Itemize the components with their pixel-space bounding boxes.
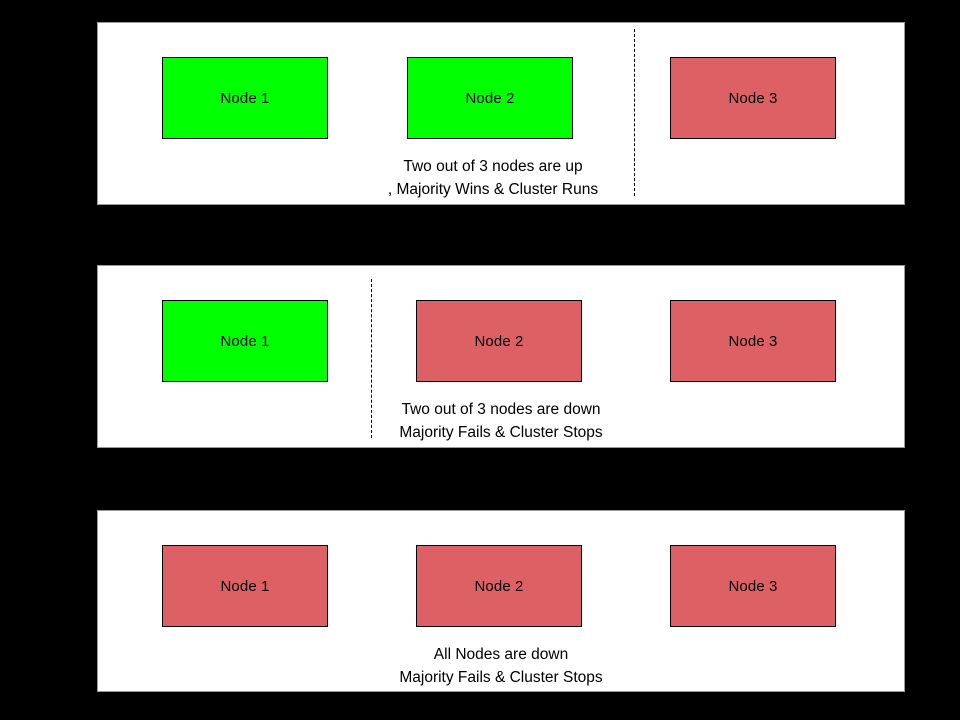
node-box-3[interactable]: Node 3 (670, 545, 836, 627)
node-label: Node 1 (220, 89, 270, 107)
node-label: Node 3 (728, 89, 778, 107)
quorum-divider-line (371, 279, 372, 438)
panel-all-down: Node 1 Node 2 Node 3 All Nodes are down … (97, 510, 905, 692)
node-label: Node 3 (728, 332, 778, 350)
node-label: Node 2 (474, 577, 524, 595)
panel-caption: All Nodes are down Majority Fails & Clus… (98, 643, 904, 689)
node-box-2[interactable]: Node 2 (416, 545, 582, 627)
node-box-3[interactable]: Node 3 (670, 57, 836, 139)
caption-line-2: Majority Fails & Cluster Stops (399, 669, 603, 686)
node-box-2[interactable]: Node 2 (416, 300, 582, 382)
node-label: Node 1 (220, 332, 270, 350)
caption-line-1: Two out of 3 nodes are down (401, 401, 601, 418)
node-label: Node 3 (728, 577, 778, 595)
caption-line-2: , Majority Wins & Cluster Runs (387, 181, 599, 198)
node-box-1[interactable]: Node 1 (162, 300, 328, 382)
panel-majority-up: Node 1 Node 2 Node 3 Two out of 3 nodes … (97, 22, 905, 205)
node-box-1[interactable]: Node 1 (162, 545, 328, 627)
node-box-3[interactable]: Node 3 (670, 300, 836, 382)
node-box-1[interactable]: Node 1 (162, 57, 328, 139)
caption-line-1: Two out of 3 nodes are up (403, 158, 583, 175)
quorum-divider-line (634, 29, 635, 196)
node-label: Node 2 (465, 89, 515, 107)
node-label: Node 1 (220, 577, 270, 595)
node-box-2[interactable]: Node 2 (407, 57, 573, 139)
caption-line-1: All Nodes are down (433, 646, 569, 663)
caption-line-2: Majority Fails & Cluster Stops (399, 424, 603, 441)
panel-majority-down: Node 1 Node 2 Node 3 Two out of 3 nodes … (97, 265, 905, 448)
node-label: Node 2 (474, 332, 524, 350)
panel-caption: Two out of 3 nodes are down Majority Fai… (98, 398, 904, 444)
panel-caption: Two out of 3 nodes are up , Majority Win… (98, 155, 888, 201)
